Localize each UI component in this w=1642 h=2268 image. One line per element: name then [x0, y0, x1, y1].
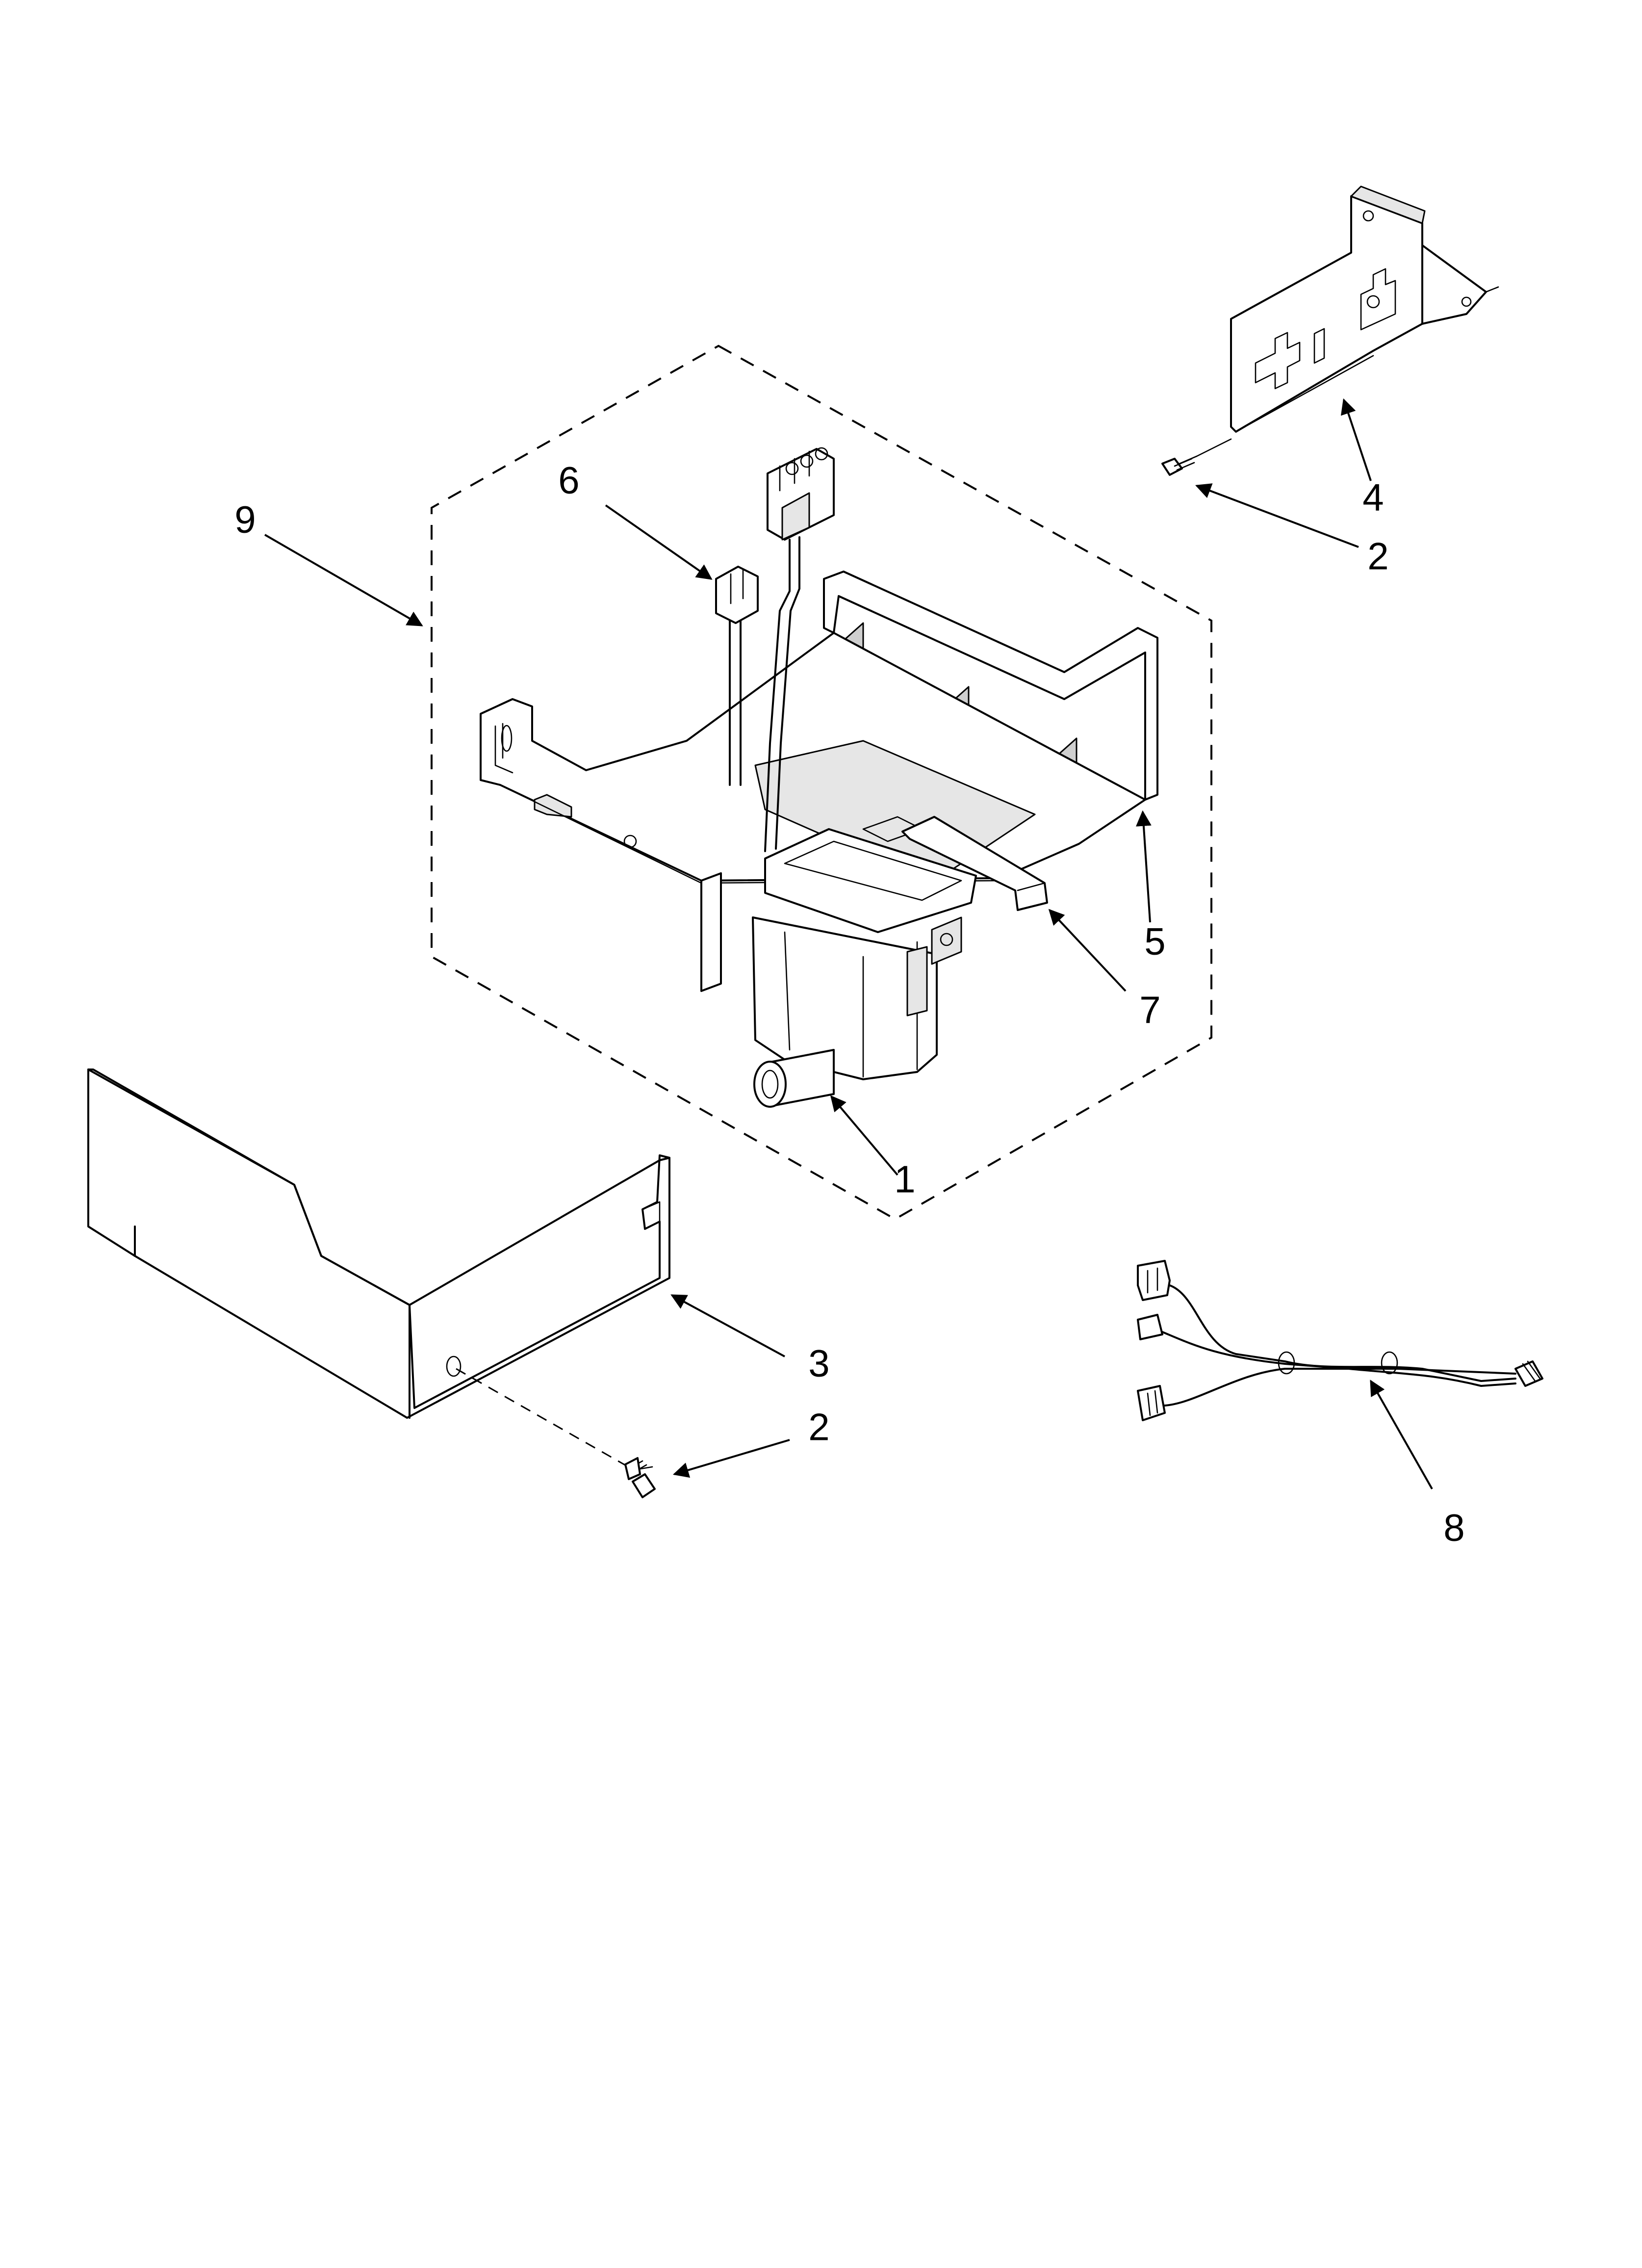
strap-part-7: [901, 816, 1048, 911]
screw-bottom-part-2: [456, 1368, 656, 1498]
callout-8: 8: [1443, 1506, 1464, 1549]
callout-6: 6: [558, 459, 579, 502]
leader-8: [1370, 1380, 1433, 1489]
callout-3: 3: [808, 1342, 829, 1385]
leader-7: [1048, 909, 1127, 992]
harness-part-6: [715, 447, 835, 852]
callout-5: 5: [1144, 920, 1165, 963]
callout-4: 4: [1362, 476, 1384, 519]
leader-1: [830, 1095, 898, 1176]
leader-5: [1135, 810, 1152, 923]
harness-part-8: [1137, 1260, 1543, 1421]
mounting-bracket-part-4: [1230, 185, 1499, 433]
screw-top-part-2: [1161, 438, 1232, 476]
callout-7: 7: [1139, 989, 1160, 1032]
callout-2-bottom: 2: [808, 1406, 829, 1449]
leader-3: [670, 1294, 785, 1357]
leader-lines: [264, 398, 1433, 1489]
callout-9: 9: [234, 498, 256, 541]
leader-9: [264, 534, 423, 626]
callout-1: 1: [894, 1158, 915, 1201]
leader-2-top: [1195, 483, 1359, 548]
leader-2-bottom: [672, 1439, 790, 1478]
leader-4: [1340, 398, 1372, 481]
callout-2-top: 2: [1367, 535, 1388, 578]
callout-labels: 6 9 4 2 5 7 1 3 2 8: [234, 459, 1464, 1549]
cover-panel-part-3: [87, 1069, 670, 1419]
leader-6: [605, 504, 713, 580]
assembly-boundary-9: [431, 344, 1212, 1221]
pump-unit-part-1: [700, 828, 977, 1108]
